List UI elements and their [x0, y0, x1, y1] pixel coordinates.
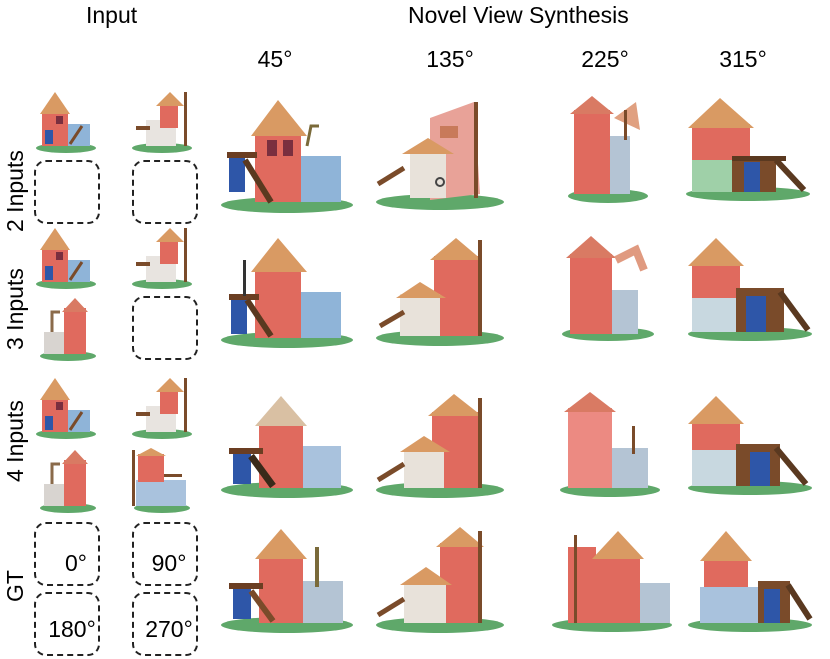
angle-135: 135°: [426, 46, 474, 72]
novel-view-3in-315: [688, 238, 812, 341]
novel-view-3in-45: [221, 238, 353, 348]
novel-view-4in-45: [221, 396, 353, 498]
gt-view-135: [376, 527, 504, 633]
row-label-4-inputs: 4 Inputs: [2, 400, 28, 482]
empty-input-slot: [132, 160, 198, 224]
novel-view-2in-45: [221, 100, 353, 213]
novel-view-4in-135: [376, 394, 504, 498]
angle-225: 225°: [581, 46, 629, 72]
angle-315: 315°: [719, 46, 767, 72]
input-thumb-front: [36, 92, 96, 153]
novel-view-2in-315: [686, 98, 810, 201]
novel-view-3in-225: [562, 236, 654, 341]
input-thumb-side: [132, 378, 192, 439]
gt-view-225: [552, 531, 672, 632]
novel-view-header: Novel View Synthesis: [408, 2, 629, 28]
angle-45: 45°: [257, 46, 293, 72]
input-thumb-back: [40, 298, 96, 361]
row-label-3-inputs: 3 Inputs: [2, 268, 28, 350]
novel-view-2in-135: [376, 102, 504, 210]
input-header: Input: [86, 2, 138, 28]
gt-angle-box-270: 270°: [132, 592, 198, 656]
novel-view-2in-225: [568, 96, 648, 203]
gt-view-315: [688, 531, 813, 632]
gt-angle-box-0: 0°: [34, 522, 100, 586]
empty-input-slot: [34, 160, 100, 224]
novel-view-3in-135: [376, 238, 504, 346]
input-thumb-front: [36, 228, 96, 289]
input-thumb-back: [40, 450, 96, 513]
gt-angle-label: 270°: [145, 615, 193, 642]
novel-view-4in-225: [560, 392, 660, 497]
gt-angle-label: 90°: [151, 549, 187, 576]
input-thumb-side: [132, 228, 192, 289]
input-thumb-front: [36, 378, 96, 439]
gt-view-45: [221, 529, 353, 633]
gt-angle-label: 180°: [48, 615, 96, 642]
gt-angle-box-90: 90°: [132, 522, 198, 586]
row-label-2-inputs: 2 Inputs: [2, 150, 28, 232]
input-thumb-left: [132, 448, 190, 513]
input-thumb-side: [132, 92, 192, 153]
gt-angle-label: 0°: [65, 549, 87, 576]
empty-input-slot: [132, 296, 198, 360]
gt-angle-box-180: 180°: [34, 592, 100, 656]
row-label-gt: GT: [2, 570, 28, 602]
novel-view-4in-315: [688, 396, 812, 495]
